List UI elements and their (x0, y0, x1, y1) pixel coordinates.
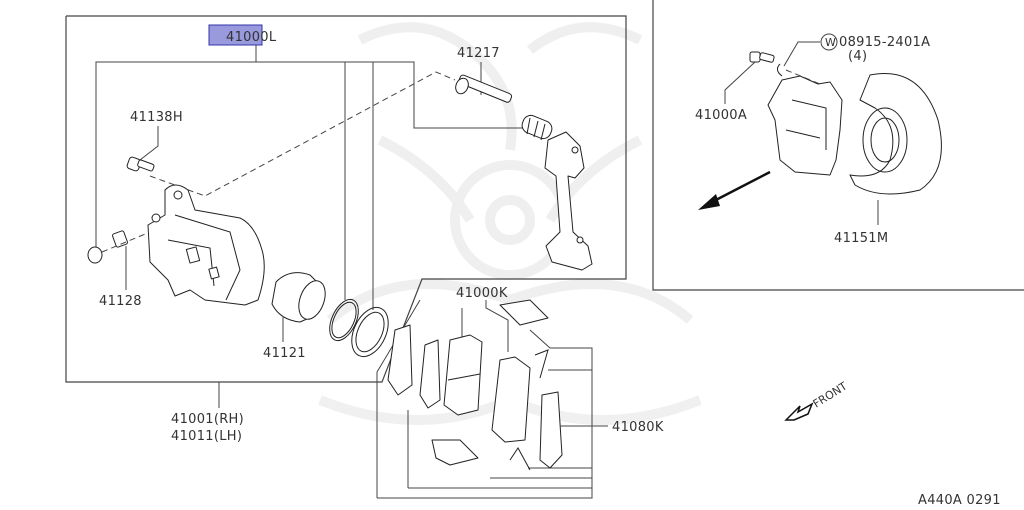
pin-boot-icon (521, 114, 553, 141)
selected-highlight (208, 24, 263, 46)
label-08915-2401A[interactable]: 08915-2401A (839, 35, 930, 50)
brake-pad-inner-icon (443, 334, 483, 416)
mounting-detail-frame (652, 0, 1024, 291)
caliper-body-drawing (147, 184, 265, 306)
label-41128[interactable]: 41128 (99, 294, 142, 309)
part-41138H[interactable]: 41138H (126, 110, 183, 172)
washer-symbol-icon (820, 33, 838, 51)
label-41011-lh[interactable]: 41011(LH) (171, 429, 242, 444)
part-41000A[interactable]: 41000A (695, 51, 775, 123)
bleeder-screw-icon (87, 230, 151, 264)
part-label-41000L[interactable]: 41000L (208, 24, 277, 46)
slide-pin-icon (455, 74, 513, 103)
dust-shield-icon (849, 73, 942, 195)
label-41000A[interactable]: 41000A (695, 108, 747, 123)
leader-41000L (95, 45, 524, 310)
bolt-icon (126, 156, 155, 172)
label-41151M[interactable]: 41151M (834, 231, 888, 246)
front-arrow-icon (784, 402, 814, 421)
shim-icon (387, 324, 441, 409)
caliper-assembly-frame (65, 15, 627, 383)
label-41121[interactable]: 41121 (263, 346, 306, 361)
brake-pad-outer-icon (491, 356, 531, 443)
alignment-line (149, 71, 456, 197)
anti-squeal-shim-icon (509, 349, 563, 471)
part-41151M[interactable]: 41151M (834, 73, 942, 246)
pad-clip-icon (431, 299, 549, 466)
part-41080K[interactable]: 41080K (509, 349, 664, 471)
caliper-assembly-drawing (767, 69, 843, 176)
washer-icon (776, 63, 783, 77)
mounting-bolt-icon (749, 51, 775, 63)
direction-arrow-icon (698, 170, 771, 210)
label-41080K[interactable]: 41080K (612, 420, 664, 435)
front-label: FRONT (811, 379, 850, 410)
part-41128[interactable]: 41128 (87, 230, 151, 309)
label-41001-rh[interactable]: 41001(RH) (171, 412, 244, 427)
part-08915-2401A[interactable]: W 08915-2401A (4) (776, 33, 930, 77)
piston-icon (271, 272, 326, 323)
label-41000L[interactable]: 41000L (226, 30, 277, 45)
label-41000K[interactable]: 41000K (456, 286, 508, 301)
part-41121[interactable]: 41121 (263, 272, 395, 363)
front-indicator: FRONT (784, 379, 850, 421)
dust-boot-icon (351, 306, 389, 358)
label-quantity: (4) (848, 49, 867, 64)
torque-member-drawing (544, 131, 593, 271)
piston-seal-icon (329, 298, 359, 342)
label-41217[interactable]: 41217 (457, 46, 500, 61)
label-41138H[interactable]: 41138H (130, 110, 183, 125)
part-41001-41011[interactable]: 41001(RH) 41011(LH) (171, 382, 244, 444)
part-41217[interactable]: 41217 (453, 46, 554, 141)
washer-symbol-label: W (825, 36, 836, 49)
figure-id: A440A 0291 (918, 493, 1001, 508)
part-41000K[interactable]: 41000K (376, 286, 593, 499)
